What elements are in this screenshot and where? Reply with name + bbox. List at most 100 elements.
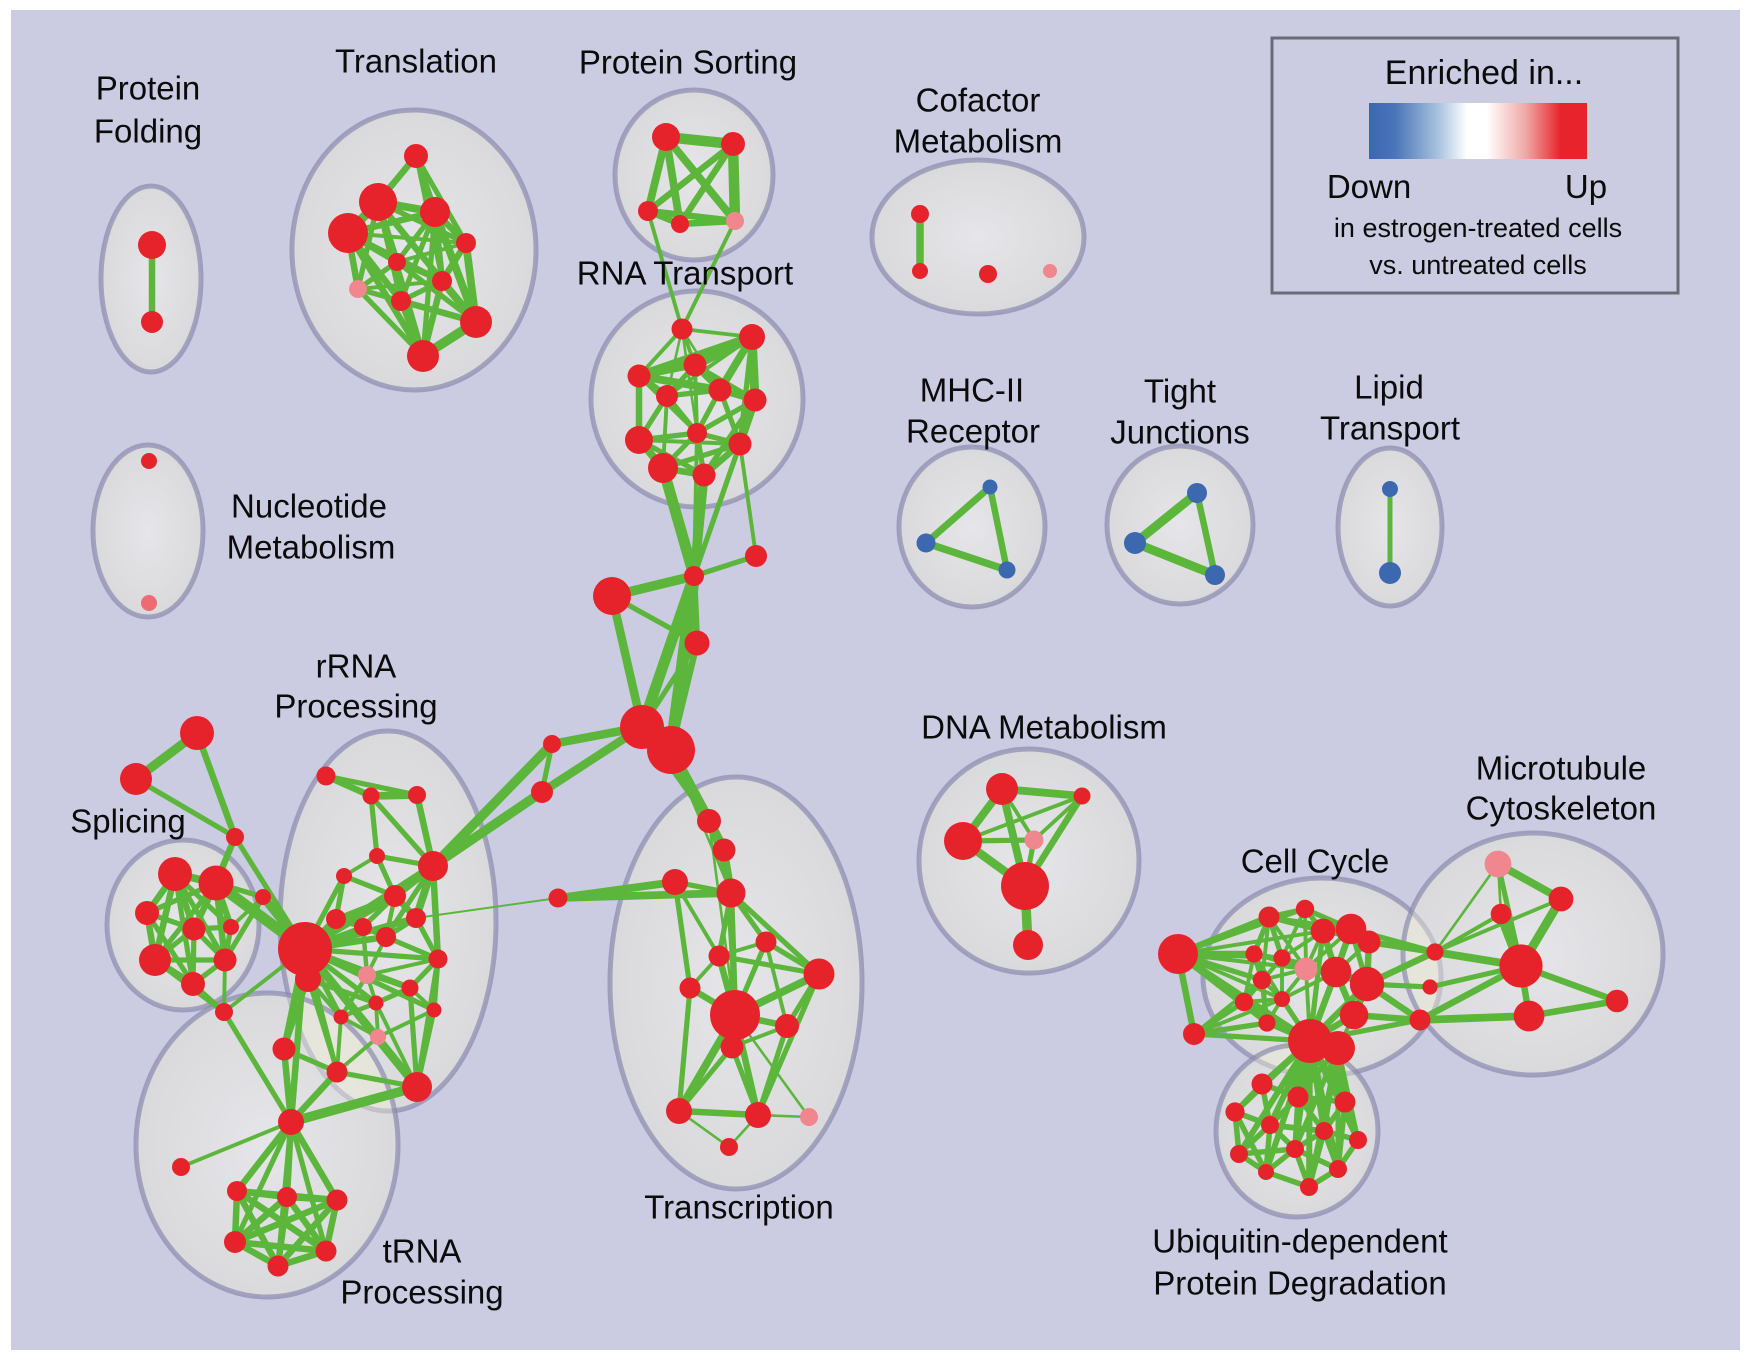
node-sp8 (213, 948, 237, 972)
edge-m9-rr8 (415, 897, 559, 919)
edge-tx4-tx8 (729, 891, 821, 976)
node-tj2 (1124, 532, 1146, 554)
legend-condition-line-2: vs. untreated cells (1369, 250, 1587, 280)
node-rr19 (402, 1072, 432, 1102)
node-rr24 (370, 1029, 386, 1045)
node-sp10 (215, 1003, 233, 1021)
node-rt5 (708, 378, 732, 402)
cluster-label-transcription-line-0: Transcription (644, 1189, 834, 1226)
node-rr22 (426, 1002, 442, 1018)
node-m2 (745, 545, 767, 567)
edge-u3-u11 (1335, 1101, 1348, 1170)
edge-rr16-rr19 (374, 1002, 419, 1088)
node-tx11 (720, 1035, 744, 1059)
node-t8 (349, 280, 367, 298)
cluster-ellipse-mhc-ii-receptor (896, 444, 1048, 610)
node-u6 (1315, 1122, 1333, 1140)
node-sp7 (181, 972, 205, 996)
cluster-label-tight-junctions-line-1: Junctions (1110, 414, 1249, 451)
edge-cc2-cc9 (1193, 997, 1283, 1036)
node-t1 (404, 144, 428, 168)
node-tn5 (224, 1231, 246, 1253)
node-s5 (726, 212, 744, 230)
cluster-label-rrna-processing-line-0: rRNA (316, 648, 397, 685)
node-rt8 (687, 423, 707, 443)
node-mh1 (982, 479, 998, 495)
cluster-label-cofactor-metabolism-line-0: Cofactor (916, 82, 1041, 119)
edge-rr5-rr14 (429, 865, 442, 960)
node-rr11 (376, 927, 396, 947)
node-tn1 (172, 1158, 190, 1176)
node-tx3 (662, 869, 688, 895)
cluster-label-nucleotide-metabolism-line-0: Nucleotide (231, 488, 387, 525)
cluster-label-protein-folding-line-1: Folding (94, 113, 202, 150)
node-pf1 (138, 231, 166, 259)
node-tx15 (720, 1138, 738, 1156)
node-g1 (180, 716, 214, 750)
edge-m7-rr5 (429, 740, 556, 870)
edge-rt9-rt10 (638, 438, 741, 446)
node-tn4 (326, 1189, 348, 1211)
edge-tn2-tn7 (234, 1189, 281, 1268)
node-rr6 (336, 868, 352, 884)
node-d5 (1001, 862, 1049, 910)
edge-tx6-tx8 (718, 953, 820, 977)
node-d3 (944, 822, 982, 860)
node-tx13 (745, 1102, 771, 1128)
node-rr13 (358, 966, 376, 984)
edge-m3-m5 (607, 595, 647, 728)
node-tn6 (315, 1240, 337, 1262)
node-mt4 (1499, 944, 1543, 988)
node-s2 (721, 132, 745, 156)
node-mt3 (1490, 903, 1512, 925)
node-mh3 (998, 561, 1016, 579)
edge-rr2-rr5 (369, 794, 435, 868)
edge-rt7-rt12 (701, 398, 758, 477)
edge-tx7-tx12 (676, 987, 693, 1112)
node-cc7 (1294, 957, 1318, 981)
cluster-label-rrna-processing-line-1: Processing (274, 688, 437, 725)
edge-b1-mt2 (1434, 897, 1562, 954)
node-rr17 (272, 1037, 296, 1061)
edge-cc1-cc4 (1177, 907, 1306, 956)
node-c4 (1043, 264, 1057, 278)
edge-d2-d3 (962, 794, 1083, 843)
node-g2 (120, 763, 152, 795)
legend-gradient-bar (1369, 103, 1587, 159)
node-rr10 (354, 918, 372, 936)
node-t11 (407, 340, 439, 372)
node-u9 (1349, 1131, 1367, 1149)
node-tn3 (277, 1187, 297, 1207)
edge-rr20-tn4 (288, 1120, 340, 1202)
edge-s2-s3 (645, 141, 736, 214)
node-sp5 (223, 919, 239, 935)
node-rr4 (369, 848, 385, 864)
edge-s1-s5 (662, 134, 739, 224)
cluster-label-microtubule-cytoskeleton-line-0: Microtubule (1476, 750, 1647, 787)
node-rr9 (326, 909, 346, 929)
node-cc6 (1273, 949, 1291, 967)
edge-rr15-rr19 (407, 987, 420, 1088)
edge-tx11-tx12 (676, 1045, 735, 1113)
edge-t7-t8 (357, 279, 443, 291)
node-rr8 (406, 908, 426, 928)
node-nm1 (141, 453, 157, 469)
node-d1 (986, 773, 1018, 805)
node-rr15 (401, 979, 419, 997)
edge-m9-tx4 (557, 889, 732, 902)
node-t5 (456, 233, 476, 253)
node-j1 (226, 828, 244, 846)
cluster-label-mhc-ii-receptor-line-0: MHC-II (920, 372, 1024, 409)
node-m9 (548, 888, 568, 908)
node-b2 (1422, 979, 1438, 995)
edge-t3-t10 (431, 210, 480, 324)
node-s4 (671, 215, 689, 233)
cluster-ellipse-tight-junctions (1104, 443, 1256, 607)
cluster-label-trna-processing-line-0: tRNA (383, 1233, 462, 1270)
node-tn2 (227, 1181, 247, 1201)
cluster-label-protein-sorting-line-0: Protein Sorting (579, 44, 797, 81)
node-s1 (652, 123, 680, 151)
node-d4 (1024, 830, 1044, 850)
edge-cc18-u7 (1236, 1039, 1313, 1156)
edge-tx12-tx13 (678, 1107, 759, 1119)
